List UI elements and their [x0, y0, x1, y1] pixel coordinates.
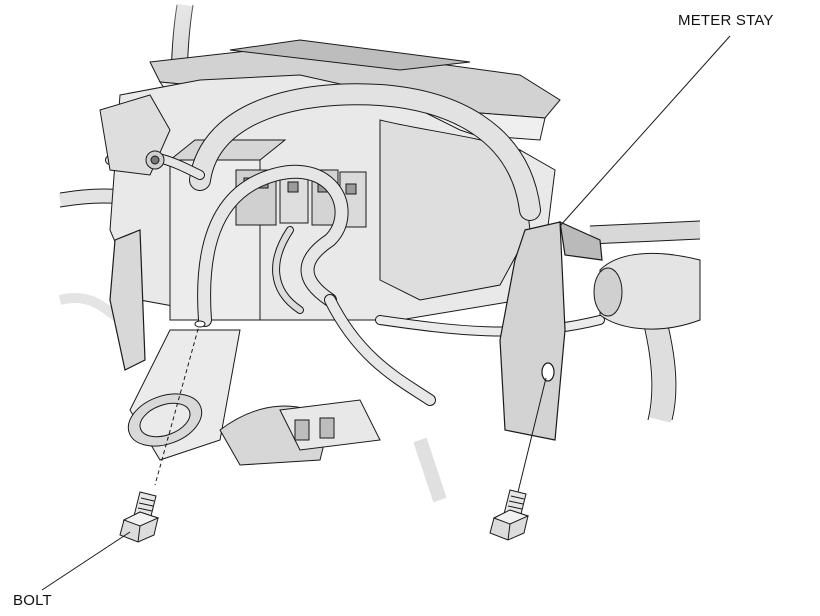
bolt-left [119, 491, 160, 543]
leader-right-bolt [517, 377, 547, 493]
leader-bolt [41, 531, 131, 591]
meter-stay-label: METER STAY [678, 12, 774, 29]
bolt-hole-left [194, 320, 206, 328]
bolt-right [489, 489, 530, 541]
bolt-label: BOLT [13, 592, 52, 609]
alignment-dash-left [154, 321, 201, 486]
leader-meter-stay [559, 35, 731, 227]
